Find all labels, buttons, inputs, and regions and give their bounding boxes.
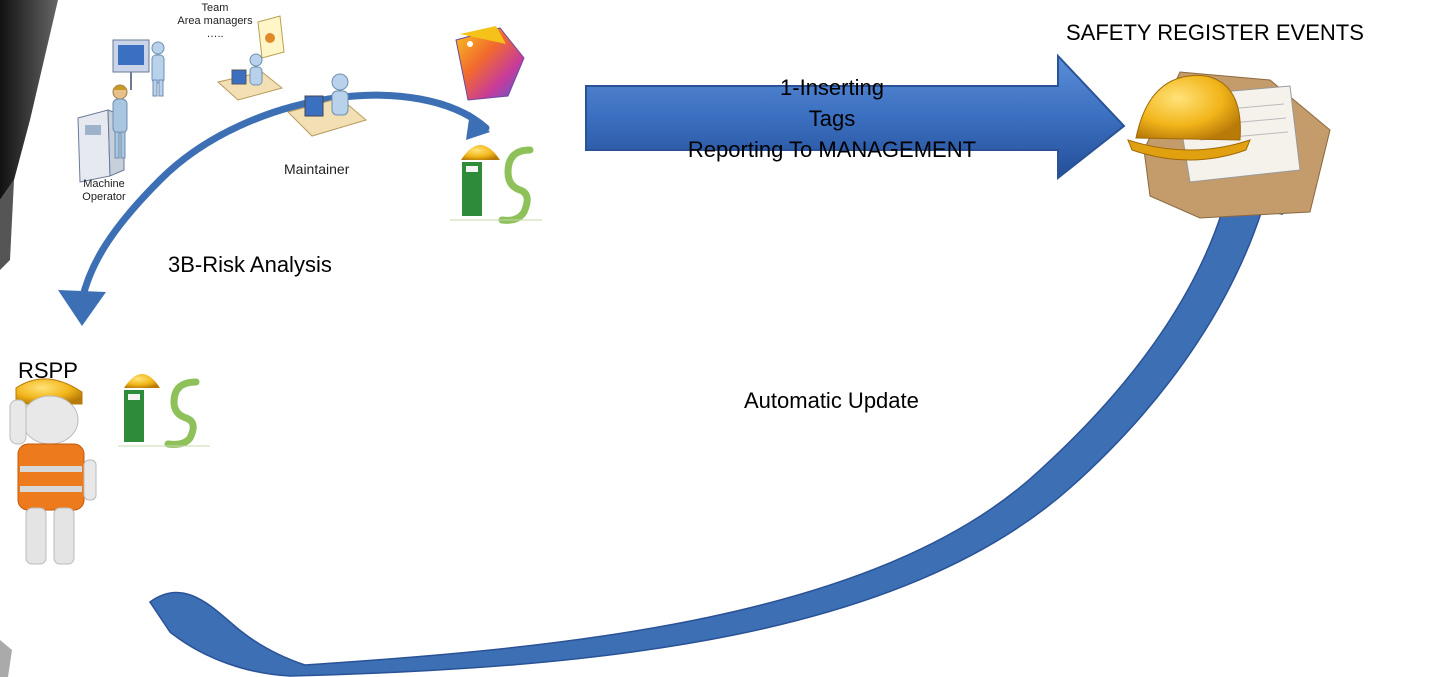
automatic-update-curve-arrow — [148, 126, 1283, 677]
maintainer-label: Maintainer — [284, 161, 350, 177]
main-arrow-text: 1-Inserting Tags Reporting To MANAGEMENT — [600, 72, 1064, 165]
machine-operator-illustration — [77, 84, 128, 183]
main-arrow-line: Reporting To MANAGEMENT — [687, 137, 977, 162]
rspp-label: RSPP — [18, 358, 78, 383]
rspp-safety-logo-icon — [118, 374, 210, 448]
team-illustration — [112, 15, 285, 101]
machine-operator-label-line: Operator — [82, 191, 126, 203]
tags-icon — [455, 26, 525, 101]
team-label: Team Area managers ….. — [170, 2, 260, 41]
safety-register-title: SAFETY REGISTER EVENTS — [1066, 20, 1364, 45]
main-arrow-line: Tags — [808, 106, 856, 131]
left-edge-decoration — [0, 0, 58, 677]
machine-operator-label-line: Machine — [83, 178, 125, 190]
main-right-arrow — [585, 53, 1126, 181]
rspp-worker-illustration — [9, 378, 97, 565]
safety-logo-icon — [450, 145, 542, 224]
maintainer-illustration — [287, 73, 368, 137]
team-label-line: Area managers — [177, 15, 253, 27]
main-arrow-line: 1-Inserting — [780, 75, 884, 100]
team-label-line: ….. — [206, 28, 224, 40]
risk-analysis-curve-arrow — [58, 91, 490, 326]
team-label-line: Team — [201, 2, 229, 14]
risk-analysis-label: 3B-Risk Analysis — [168, 252, 332, 277]
machine-operator-label: Machine Operator — [64, 178, 144, 204]
safety-register-illustration — [1127, 71, 1331, 219]
automatic-update-label: Automatic Update — [744, 388, 919, 413]
